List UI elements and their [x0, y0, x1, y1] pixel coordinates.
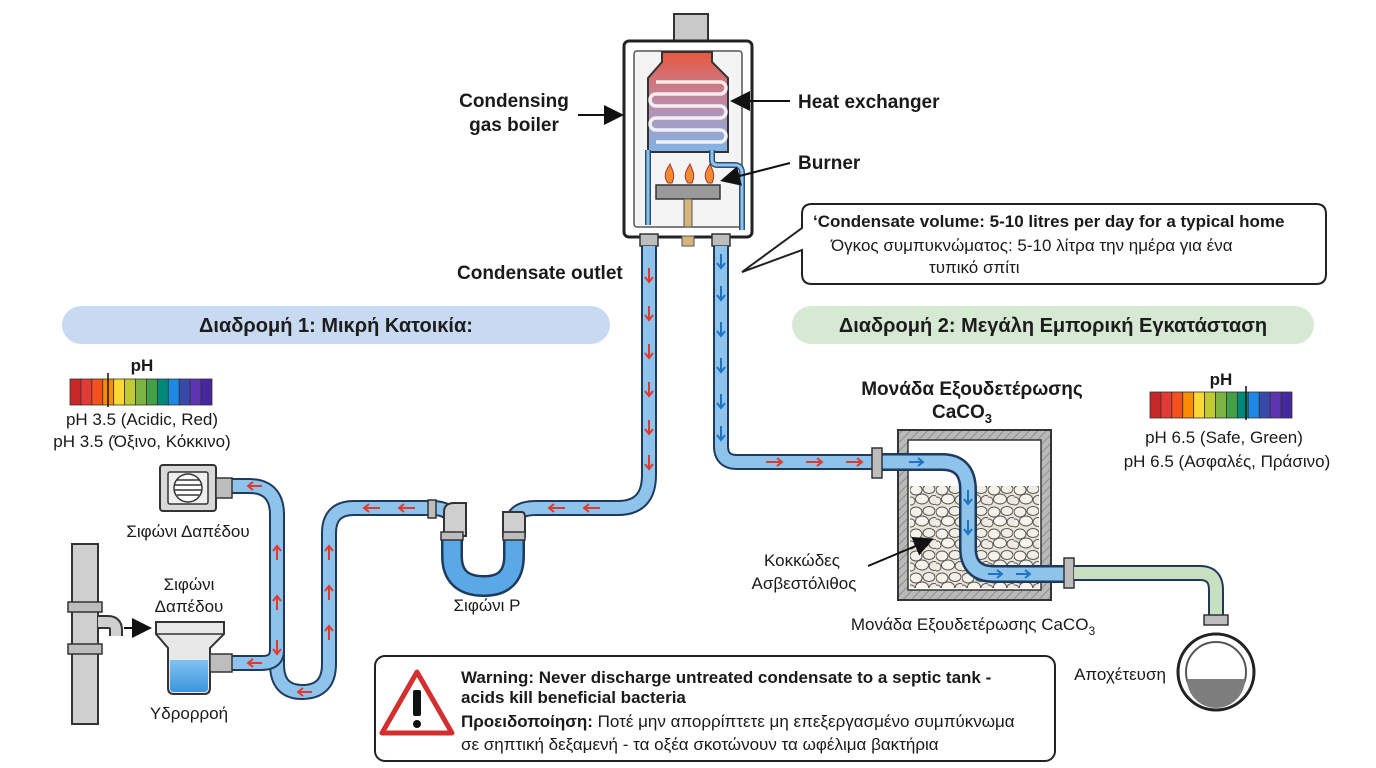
ph-swatch [80, 378, 93, 406]
ph-swatch [1258, 391, 1271, 419]
heat-exchanger-icon [647, 51, 729, 153]
warning-line-en1: Warning: Never discharge untreated conde… [461, 668, 991, 687]
ph-swatch [156, 378, 169, 406]
ph-swatch [1226, 391, 1238, 419]
p-trap-label: Σιφώνι P [454, 596, 521, 615]
ph-swatch [1171, 391, 1184, 419]
granules-label-line1: Κοκκώδες [764, 551, 840, 570]
route1-ph-scale [69, 373, 213, 407]
ph-swatch [178, 378, 191, 406]
route2-ph-title: pH [1210, 370, 1233, 389]
granules-pointer-arrow [867, 536, 934, 567]
ph-swatch [1247, 391, 1260, 419]
burner-pointer-arrow [720, 162, 791, 186]
warning-line-en2: acids kill beneficial bacteria [461, 688, 686, 707]
septic-warning-box: Warning: Never discharge untreated conde… [374, 655, 1056, 762]
route1-ph-gr: pH 3.5 (Όξινο, Κόκκινο) [53, 432, 230, 451]
condensing-boiler [622, 13, 754, 247]
route2-title: Διαδρομή 2: Μεγάλη Εμπορική Εγκατάσταση [839, 315, 1267, 337]
ph-swatch [1160, 391, 1173, 419]
route2-ph-scale [1149, 386, 1293, 420]
drain-icon [1176, 632, 1256, 712]
ph-swatch [200, 378, 213, 406]
route2-ph-gr: pH 6.5 (Ασφαλές, Πράσινο) [1124, 452, 1331, 471]
drain-label: Αποχέτευση [1074, 665, 1166, 684]
neutraliser-title-line2: CaCO3 [932, 402, 992, 426]
callout-line-gr1: Όγκος συμπυκνώματος: 5-10 λίτρα την ημέρ… [830, 236, 1233, 255]
ph-swatch [1182, 391, 1195, 419]
floor-drain2-label-line1: Σιφώνι [164, 575, 215, 594]
ph-swatch [91, 378, 104, 406]
callout-line-en: ‘Condensate volume: 5-10 litres per day … [813, 212, 1284, 231]
gutter-label: Υδρορροή [150, 704, 228, 723]
flow-arrows-route2 [716, 254, 726, 442]
treated-outlet-pipe [1074, 565, 1229, 626]
condensate-volume-callout: ‘Condensate volume: 5-10 litres per day … [741, 203, 1327, 285]
heat-exchanger-label: Heat exchanger [798, 92, 940, 113]
ph-swatch [135, 378, 147, 406]
route2-pipe [713, 246, 880, 470]
burner-icon [655, 184, 721, 200]
floor-drain-icon [159, 464, 233, 512]
warning-triangle-icon [379, 669, 455, 736]
route2-header: Διαδρομή 2: Μεγάλη Εμπορική Εγκατάσταση [792, 306, 1314, 344]
ph-swatch [167, 378, 180, 406]
flue-icon [673, 13, 709, 43]
callout-line-gr2: τυπικό σπίτι [929, 258, 1020, 277]
ph-swatch [1280, 391, 1293, 419]
flow-arrows-route1 [246, 268, 654, 697]
downpipe-icon [67, 543, 123, 725]
floor-drain2-label-line2: Δαπέδου [155, 597, 224, 616]
ph-swatch [1204, 391, 1216, 419]
floor-drain-label: Σιφώνι Δαπέδου [126, 522, 249, 541]
warning-line-gr1: Προειδοποίηση: Ποτέ μην απορρίπτετε μη ε… [461, 712, 1015, 731]
ph-swatch [1149, 391, 1162, 419]
boiler-label-line2: gas boiler [469, 115, 559, 136]
boiler-label-line1: Condensing [459, 91, 569, 112]
ph-swatch [69, 378, 82, 406]
burner-label: Burner [798, 153, 861, 174]
route1-ph-title: pH [131, 356, 154, 375]
ph-swatch [189, 378, 202, 406]
route1-ph-en: pH 3.5 (Acidic, Red) [66, 410, 218, 429]
flame-icon [664, 162, 715, 184]
route2-ph-en: pH 6.5 (Safe, Green) [1145, 428, 1303, 447]
ph-swatch [1193, 391, 1206, 419]
ph-swatch [124, 378, 136, 406]
neutraliser-unit-icon [871, 429, 1075, 601]
ph-swatch [1215, 391, 1227, 419]
condensate-outlet-label: Condensate outlet [457, 263, 623, 284]
route1-header: Διαδρομή 1: Μικρή Κατοικία: [62, 306, 610, 344]
gutter-funnel-icon [155, 621, 233, 695]
ph-swatch [146, 378, 158, 406]
neutraliser-title-line1: Μονάδα Εξουδετέρωσης [861, 379, 1083, 400]
ph-swatch [113, 378, 126, 406]
ph-swatch [1269, 391, 1282, 419]
granules-label-line2: Ασβεστόλιθος [752, 574, 857, 593]
warning-line-gr2: σε σηπτική δεξαμενή - τα οξέα σκοτώνουν … [461, 735, 939, 754]
p-trap-icon [427, 499, 526, 598]
route1-title: Διαδρομή 1: Μικρή Κατοικία: [199, 315, 473, 337]
neutraliser-caption: Μονάδα Εξουδετέρωσης CaCO3 [851, 615, 1096, 638]
